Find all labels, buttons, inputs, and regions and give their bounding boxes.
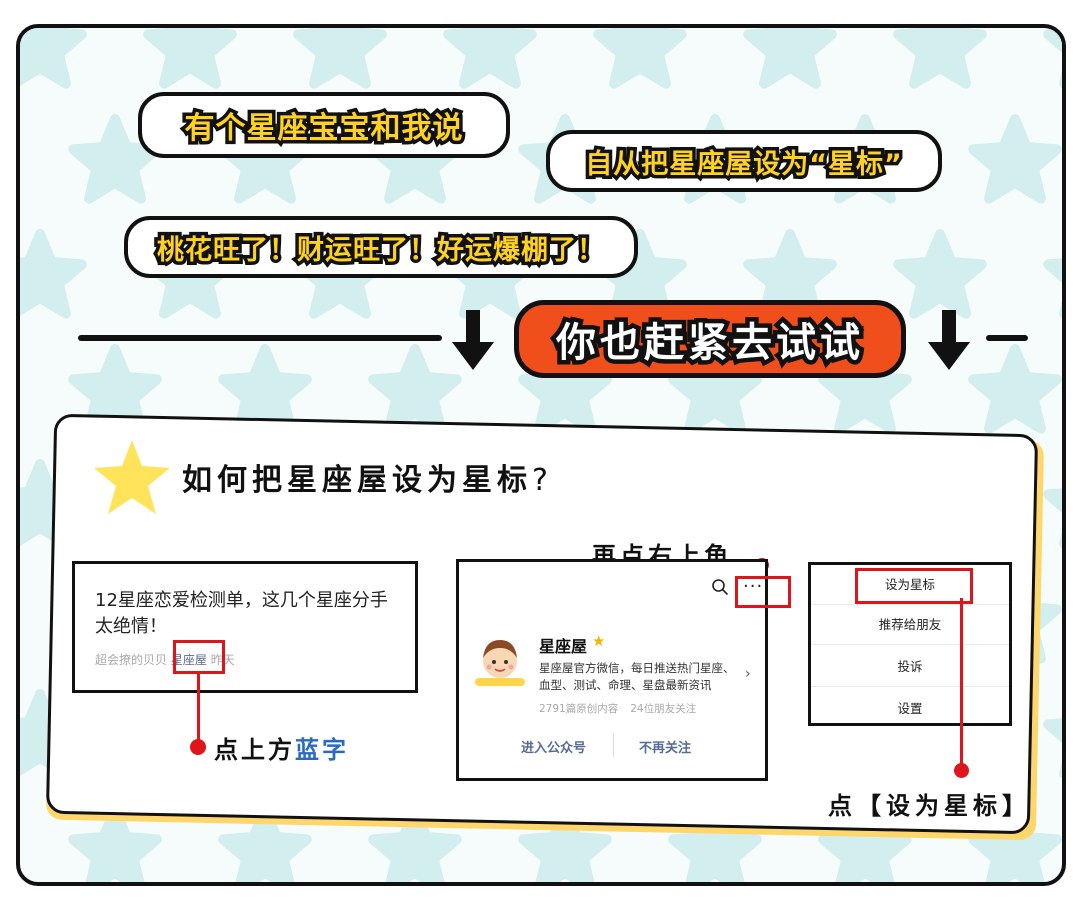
chevron-right-icon[interactable]: ›	[745, 666, 751, 682]
article-preview-panel: 12星座恋爱检测单，这几个星座分手太绝情！ 超会撩的贝贝 星座屋 昨天	[72, 561, 418, 744]
star-badge-icon: ★	[592, 632, 606, 650]
speech-bubble-3: 桃花旺了！财运旺了！好运爆棚了！	[124, 216, 638, 278]
background-star	[20, 28, 87, 89]
menu-item-settings[interactable]: 设置	[897, 701, 923, 716]
highlight-box-set-star	[855, 568, 973, 604]
unfollow-button[interactable]: 不再关注	[639, 741, 692, 756]
background-star	[968, 114, 1062, 204]
connector-line	[197, 672, 200, 744]
background-star	[518, 344, 612, 434]
friends-following: 24位朋友关注	[630, 703, 697, 715]
button-divider	[613, 733, 614, 757]
menu-item-report[interactable]: 投诉	[811, 647, 1009, 687]
divider-line-left	[78, 335, 442, 341]
background-star	[668, 344, 762, 434]
account-link[interactable]: 星座屋	[170, 653, 207, 667]
speech-bubble-text: 自从把星座屋设为“星标”	[582, 145, 905, 183]
step1-prefix: 点上方	[214, 736, 295, 764]
background-star	[818, 344, 912, 434]
background-star	[743, 229, 837, 319]
connector-dot	[954, 763, 969, 778]
background-star	[1043, 28, 1062, 89]
down-arrow-icon	[452, 310, 494, 370]
connector-dot	[190, 739, 206, 755]
background-star	[368, 344, 462, 434]
speech-bubble-text: 有个星座宝宝和我说	[181, 108, 466, 150]
account-name: 星座屋	[539, 637, 588, 656]
divider-line-right	[986, 335, 1028, 341]
article-title[interactable]: 12星座恋爱检测单，这几个星座分手太绝情！	[95, 590, 388, 637]
cta-text: 你也赶紧去试试	[552, 316, 865, 371]
background-star	[743, 28, 837, 89]
background-star	[68, 804, 162, 882]
account-description: 星座屋官方微信，每日推送热门星座、血型、测试、命理、星盘最新资讯	[539, 661, 735, 692]
highlight-box-more-button	[735, 576, 791, 608]
background-star	[218, 804, 312, 882]
yellow-star-icon	[94, 440, 170, 514]
enter-account-button[interactable]: 进入公众号	[521, 741, 587, 756]
background-star	[143, 28, 237, 89]
account-profile-panel: ··· 星座屋 ★ 星座屋官方微信，每日推送热门星座、血型、测试、命理、星盘最新…	[456, 559, 791, 781]
account-avatar	[475, 640, 525, 686]
options-menu-panel: 设为星标 推荐给朋友 投诉 设置	[808, 562, 1012, 726]
search-icon[interactable]	[711, 578, 729, 596]
background-star	[1043, 488, 1062, 549]
background-star	[1043, 258, 1062, 319]
poster-frame: 有个星座宝宝和我说 自从把星座屋设为“星标” 桃花旺了！财运旺了！好运爆棚了！ …	[16, 24, 1066, 886]
highlight-box-account-link	[173, 640, 225, 674]
background-star	[1043, 718, 1062, 779]
background-star	[668, 804, 762, 882]
guide-title: 如何把星座屋设为星标?	[182, 455, 553, 499]
guide-title-suffix: ?	[532, 463, 553, 498]
background-star	[443, 28, 537, 89]
menu-item-set-star[interactable]: 设为星标	[811, 565, 1009, 605]
cta-banner: 你也赶紧去试试	[514, 300, 906, 378]
background-star	[518, 804, 612, 882]
background-star	[893, 229, 987, 319]
article-author: 超会撩的贝贝	[95, 653, 168, 667]
speech-bubble-text: 桃花旺了！财运旺了！好运爆棚了！	[154, 231, 608, 269]
background-star	[368, 804, 462, 882]
background-star	[20, 229, 87, 319]
background-star	[818, 804, 912, 882]
background-star	[293, 28, 387, 89]
menu-item-recommend[interactable]: 推荐给朋友	[811, 605, 1009, 645]
guide-title-text: 如何把星座屋设为星标	[182, 463, 532, 498]
background-star	[968, 344, 1062, 434]
step1-label: 点上方蓝字	[214, 730, 349, 765]
account-stats: 2791篇原创内容 24位朋友关注	[539, 701, 696, 716]
article-meta: 超会撩的贝贝 星座屋 昨天	[95, 651, 235, 668]
background-star	[218, 344, 312, 434]
background-star	[593, 28, 687, 89]
step3-label: 点【设为星标】	[828, 792, 1031, 820]
speech-bubble-1: 有个星座宝宝和我说	[138, 92, 510, 158]
more-options-button[interactable]: ···	[743, 576, 764, 597]
connector-line	[960, 598, 963, 768]
original-count: 2791篇原创内容	[539, 703, 619, 715]
background-star	[893, 28, 987, 89]
background-star	[68, 344, 162, 434]
speech-bubble-2: 自从把星座屋设为“星标”	[546, 130, 942, 192]
down-arrow-icon	[928, 310, 970, 370]
step1-highlight: 蓝字	[295, 736, 349, 764]
